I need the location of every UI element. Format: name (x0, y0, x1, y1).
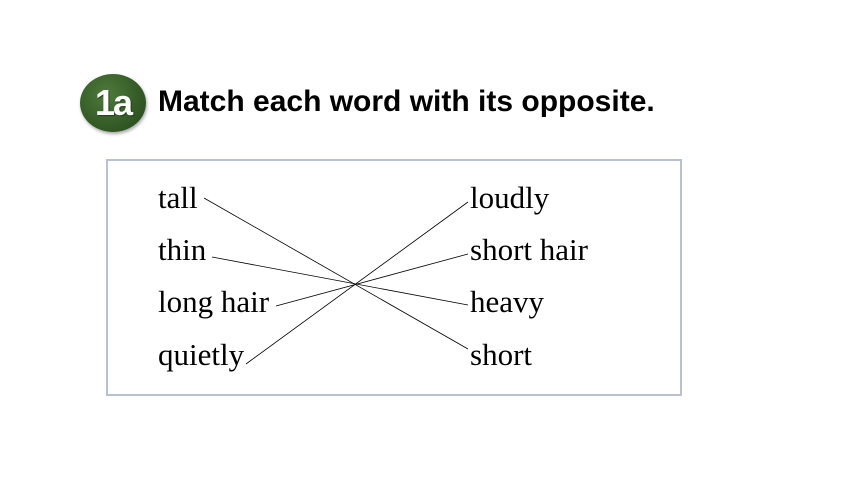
matching-box (106, 159, 682, 396)
left-word-quietly: quietly (158, 337, 245, 372)
exercise-badge: 1a (80, 74, 146, 132)
match-line-tall-short (203, 197, 469, 350)
right-word-heavy: heavy (470, 284, 545, 319)
badge-label: 1a (94, 82, 133, 123)
match-line-longhair-shorthair (275, 253, 469, 307)
left-word-long-hair: long hair (158, 284, 270, 319)
right-word-short: short (470, 337, 532, 372)
instruction-heading: Match each word with its opposite. (158, 85, 655, 118)
right-word-short-hair: short hair (470, 232, 588, 267)
right-word-loudly: loudly (470, 180, 550, 215)
match-line-quietly-loudly (245, 201, 469, 365)
left-word-tall: tall (158, 180, 198, 215)
match-line-thin-heavy (211, 256, 469, 306)
left-word-thin: thin (158, 232, 207, 267)
